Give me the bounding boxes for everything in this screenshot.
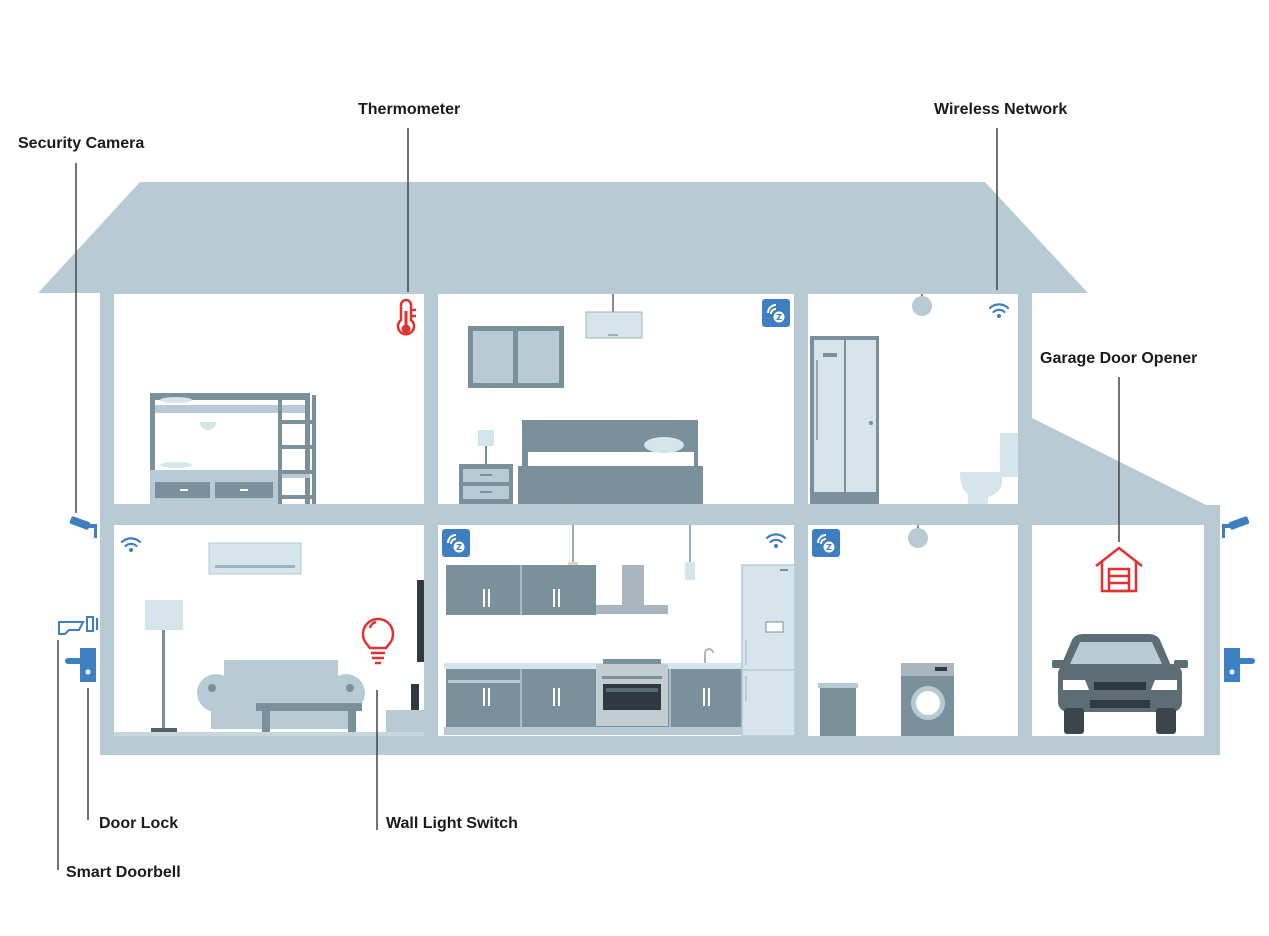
garage-roof <box>1032 418 1220 512</box>
svg-text:Z: Z <box>776 313 782 322</box>
label-wireless-network: Wireless Network <box>934 101 1068 118</box>
label-door-lock: Door Lock <box>99 815 179 832</box>
speaker <box>411 684 419 710</box>
label-smart-doorbell: Smart Doorbell <box>66 864 181 881</box>
zwave-hub-icon: Z <box>812 529 840 557</box>
toilet-bowl <box>960 472 1002 504</box>
side-cabinet <box>386 710 424 734</box>
ceiling-light <box>912 296 932 316</box>
wifi-icon <box>988 303 1010 318</box>
svg-text:Z: Z <box>826 543 832 552</box>
bathroom-furniture <box>810 294 1018 504</box>
security-camera-icon <box>69 516 97 538</box>
label-security-camera: Security Camera <box>18 135 145 152</box>
refrigerator <box>741 564 796 737</box>
light-bulb-icon <box>361 617 395 665</box>
laundry-furniture <box>818 525 954 736</box>
label-garage-door-opener: Garage Door Opener <box>1040 350 1198 367</box>
bunk-bed <box>150 393 316 504</box>
lamp-shade <box>478 430 494 446</box>
door-lock-icon <box>1224 648 1255 682</box>
wall-ac <box>208 542 302 575</box>
door-lock-icon <box>65 648 96 682</box>
wifi-icon <box>765 533 787 548</box>
toilet-tank <box>1000 433 1018 477</box>
bed-base <box>518 466 703 504</box>
callout-leader-lines <box>57 128 1120 870</box>
range-hood <box>622 565 644 605</box>
doorbell-icon <box>58 616 98 635</box>
zwave-hub-icon: Z <box>442 529 470 557</box>
svg-text:Z: Z <box>456 543 462 552</box>
floor-lamp-shade <box>145 600 183 630</box>
kitchen-furniture <box>444 525 796 737</box>
living-room-furniture <box>114 542 424 736</box>
lower-cabinets <box>446 669 742 727</box>
security-camera-icon <box>1222 516 1250 538</box>
wifi-icon <box>120 537 142 552</box>
laundry-basket <box>820 684 856 736</box>
tv <box>417 580 424 662</box>
counter-top <box>444 663 744 669</box>
thermometer-icon <box>396 298 416 336</box>
label-wall-light-switch: Wall Light Switch <box>386 815 518 832</box>
zwave-hub-icon: Z <box>762 299 790 327</box>
master-bedroom-furniture <box>459 294 703 504</box>
label-thermometer: Thermometer <box>358 101 461 118</box>
roof <box>38 182 1088 293</box>
ceiling-ac <box>585 311 643 339</box>
car <box>1052 634 1188 734</box>
garage-icon <box>1095 546 1143 593</box>
ceiling-light <box>908 528 928 548</box>
coffee-table <box>256 703 362 711</box>
